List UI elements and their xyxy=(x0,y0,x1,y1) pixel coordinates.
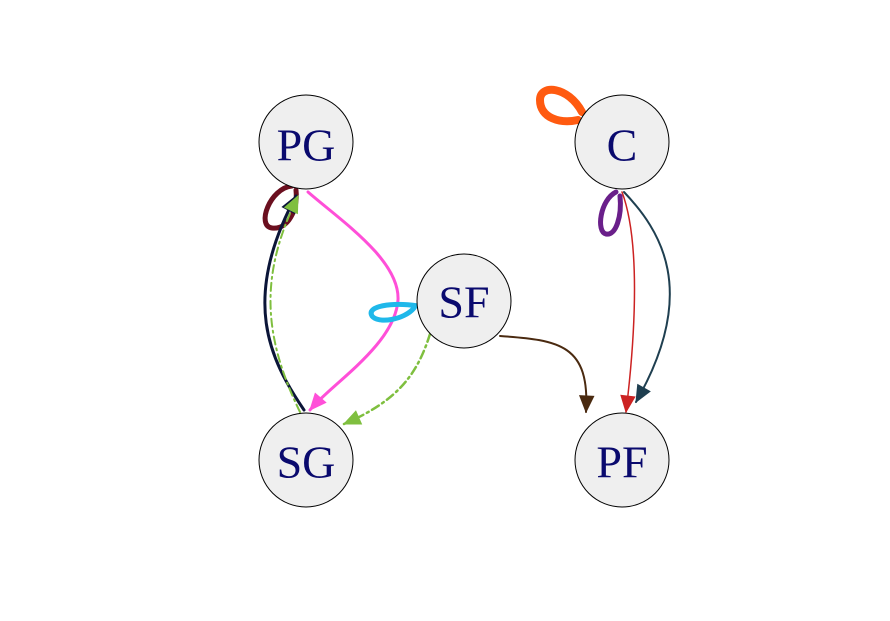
node-pf[interactable]: PF xyxy=(574,412,670,508)
edge-pg-sg-arrowhead xyxy=(309,392,327,411)
node-sf-label: SF xyxy=(438,277,489,328)
node-pg-label: PG xyxy=(277,120,336,171)
edge-c-pf-arrowhead xyxy=(620,394,636,414)
edge-c-self-2[interactable] xyxy=(598,189,623,237)
node-pg[interactable]: PG xyxy=(258,94,354,190)
nodes-layer: PG C SF SG PF xyxy=(258,94,670,508)
edge-c-pf-2-arrowhead xyxy=(635,383,651,404)
edge-c-pf-2[interactable] xyxy=(623,191,671,403)
edge-sf-pf[interactable] xyxy=(499,335,588,413)
node-c-label: C xyxy=(607,120,638,171)
node-c[interactable]: C xyxy=(574,94,670,190)
edge-pg-sg[interactable] xyxy=(306,190,400,412)
edge-sf-pf-arrowhead xyxy=(578,395,595,414)
edge-sg-pg[interactable] xyxy=(263,194,306,412)
edge-sg-pg-2-arrowhead xyxy=(283,194,299,215)
edge-sf-sg[interactable] xyxy=(342,332,432,426)
node-sg-label: SG xyxy=(277,437,336,488)
edge-sf-sg-arrowhead xyxy=(342,410,363,425)
edge-c-self[interactable] xyxy=(535,85,586,126)
edges-layer xyxy=(262,85,671,426)
node-sf[interactable]: SF xyxy=(416,253,512,349)
node-pf-label: PF xyxy=(596,437,647,488)
edge-sf-self[interactable] xyxy=(368,301,421,323)
edge-sg-pg-2[interactable] xyxy=(269,195,301,413)
node-sg[interactable]: SG xyxy=(258,412,354,508)
edge-c-pf[interactable] xyxy=(621,191,636,413)
